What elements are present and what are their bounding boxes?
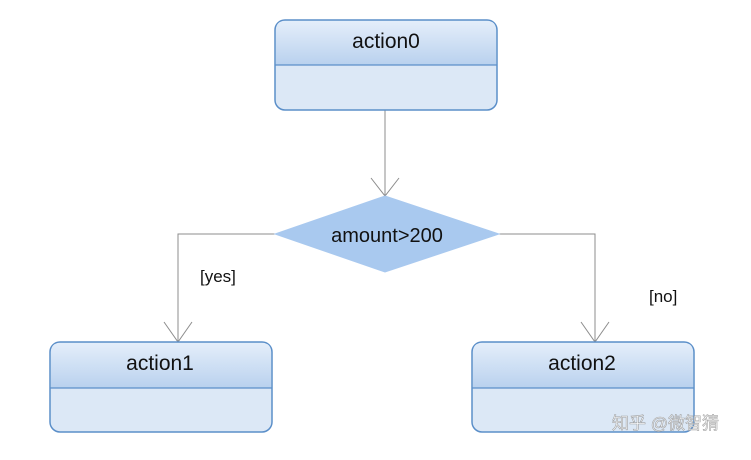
node-action2-label: action2	[548, 352, 616, 375]
node-action1[interactable]: action1	[49, 341, 273, 433]
node-action0-label: action0	[352, 30, 420, 53]
node-action1-label: action1	[126, 352, 194, 375]
decision-node[interactable]: amount>200	[273, 195, 501, 273]
watermark: 知乎 @微智猜	[612, 414, 719, 433]
node-action0[interactable]: action0	[274, 19, 498, 111]
guard-no-label: [no]	[649, 287, 677, 306]
edge-decision-action1	[177, 233, 275, 342]
guard-yes-label: [yes]	[200, 267, 236, 286]
decision-label: amount>200	[331, 225, 443, 247]
edge-decision-action2	[499, 233, 596, 342]
node-action2[interactable]: action2	[471, 341, 695, 433]
